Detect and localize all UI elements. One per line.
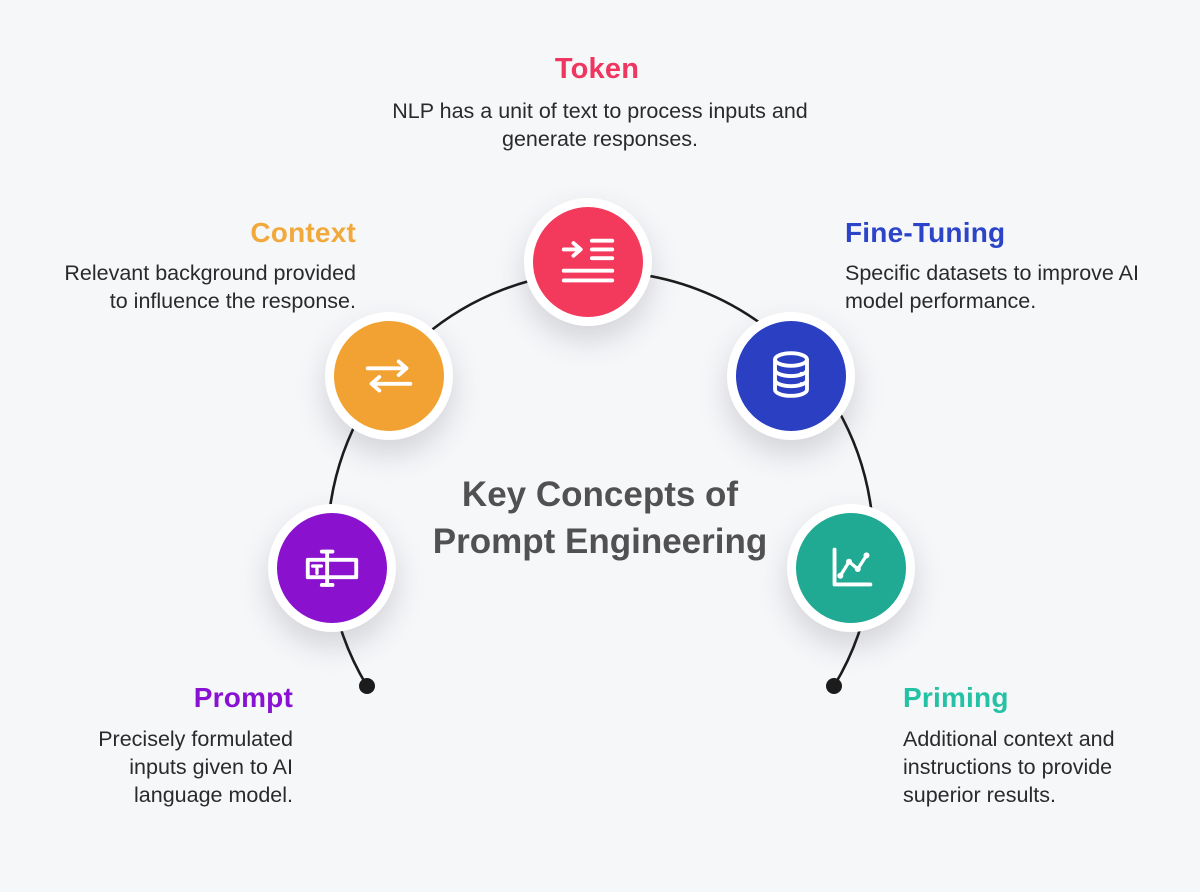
concept-description-context: Relevant background provided to influenc… <box>64 261 356 313</box>
concept-label-token: Token <box>554 53 640 85</box>
concept-circle-context <box>325 312 453 440</box>
line-chart-icon <box>832 547 873 587</box>
text-field-cursor-icon <box>305 549 359 587</box>
text-indent-icon <box>561 238 615 283</box>
concept-circle-prompt <box>268 504 396 632</box>
concept-description-token: NLP has a unit of text to process inputs… <box>392 99 808 151</box>
arc-endpoint-dot-left <box>359 678 375 694</box>
concept-circle-fine-tuning <box>727 312 855 440</box>
concept-description-fine-tuning: Specific datasets to improve AI model pe… <box>845 261 1139 313</box>
concept-circle-token <box>524 198 652 326</box>
database-icon <box>773 351 809 398</box>
page-title: Key Concepts of Prompt Engineering <box>432 475 768 561</box>
concept-label-fine-tuning: Fine-Tuning <box>845 217 1006 248</box>
concept-label-context: Context <box>250 217 356 248</box>
concept-circle-priming <box>787 504 915 632</box>
concept-description-priming: Additional context and instructions to p… <box>903 727 1115 807</box>
concept-label-prompt: Prompt <box>193 682 293 713</box>
concept-label-priming: Priming <box>903 682 1009 713</box>
swap-arrows-icon <box>365 359 413 393</box>
concept-description-prompt: Precisely formulated inputs given to AI … <box>98 727 293 807</box>
arc-endpoint-dot-right <box>826 678 842 694</box>
